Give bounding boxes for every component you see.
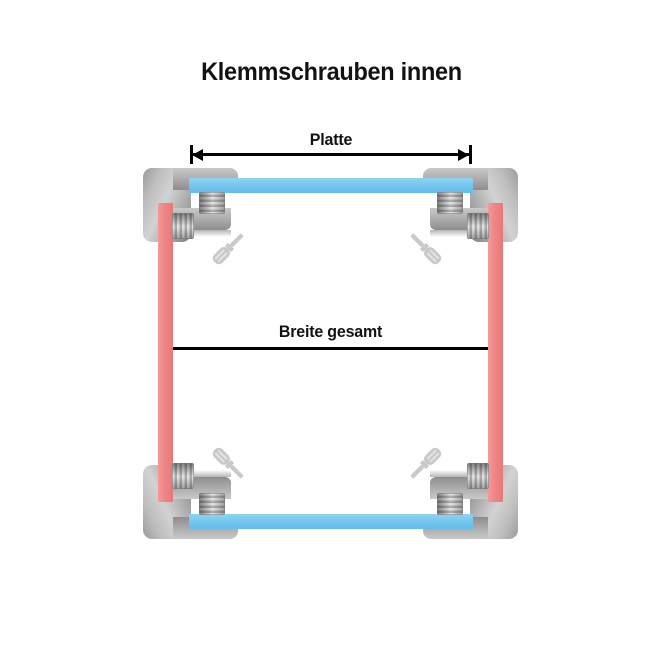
plate-top — [189, 178, 473, 193]
screw-bottom-left-plate — [199, 493, 225, 515]
dimension-platte-label: Platte — [309, 130, 353, 149]
dimension-breite-gesamt-line — [158, 347, 503, 350]
rail-right — [488, 203, 503, 502]
plate-bottom — [189, 514, 473, 529]
dimension-platte-tick-left — [190, 145, 193, 164]
screw-bottom-right-rail — [467, 463, 489, 489]
dimension-platte-line — [190, 153, 472, 156]
screw-top-right-plate — [437, 192, 463, 214]
dimension-breite-gesamt-label: Breite gesamt — [278, 322, 383, 341]
screwdriver-icon-bottom-left — [205, 440, 251, 486]
dimension-platte-arrow-left — [192, 148, 203, 161]
screw-bottom-right-plate — [437, 493, 463, 515]
dimension-platte-arrow-right — [458, 148, 469, 161]
bracket-top-left-shadow — [173, 230, 231, 237]
screwdriver-icon-top-left — [205, 226, 251, 272]
page-title: Klemmschrauben innen — [201, 58, 462, 86]
screw-top-left-plate — [199, 192, 225, 214]
screwdriver-icon-bottom-right — [403, 440, 449, 486]
screw-top-left-rail — [172, 213, 194, 239]
screw-top-right-rail — [467, 213, 489, 239]
screw-bottom-left-rail — [172, 463, 194, 489]
screwdriver-icon-top-right — [403, 226, 449, 272]
rail-left — [158, 203, 173, 502]
dimension-platte-tick-right — [469, 145, 472, 164]
